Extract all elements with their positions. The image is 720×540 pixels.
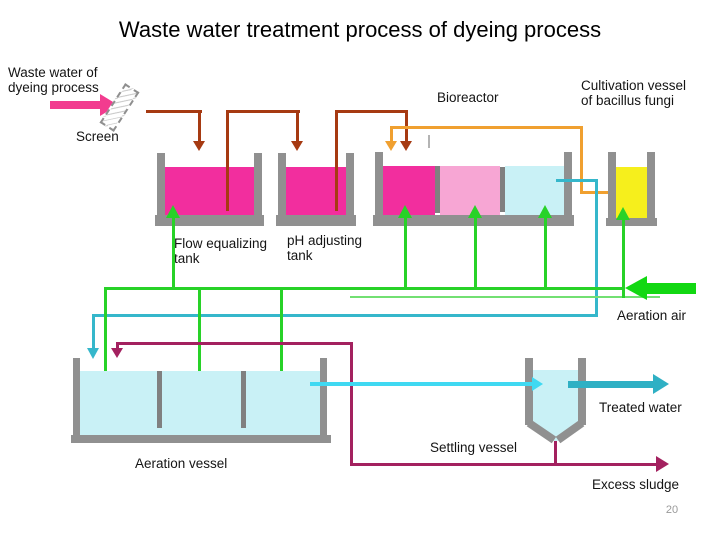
pipe-in-tank1 — [226, 153, 229, 211]
pipe-fungi — [390, 126, 583, 129]
air-arrow-cultivation — [616, 207, 630, 220]
flow-equalizing-tank-wall-right — [254, 153, 262, 219]
transfer-arrow — [87, 348, 99, 359]
aeration-vessel-liquid — [80, 371, 320, 435]
pipe-in-tank2 — [335, 153, 338, 211]
pipe-transfer-drop — [595, 182, 598, 316]
settling-vessel-wall-left — [525, 358, 533, 425]
sludge-return-arrow — [111, 348, 123, 358]
air-drop-1 — [104, 290, 107, 409]
pipe-fungi-riser — [580, 129, 583, 194]
pipe-transfer-out — [556, 179, 598, 182]
ph-tank-bottom — [276, 215, 356, 226]
air-drop-2 — [198, 290, 201, 409]
treated-water-arrow-head — [653, 374, 669, 394]
aeration-vessel-baffle-1 — [157, 371, 162, 428]
pipe-transfer-inlet — [92, 317, 95, 348]
label-aeration-vessel: Aeration vessel — [135, 456, 228, 471]
label-flow-equalizing-tank: Flow equalizing tank — [174, 236, 268, 266]
label-bioreactor: Bioreactor — [437, 90, 499, 105]
label-treated-water: Treated water — [599, 400, 682, 415]
cultivation-vessel-wall-right — [647, 152, 655, 220]
air-arrow-bio2 — [468, 205, 482, 218]
label-screen: Screen — [76, 129, 119, 144]
aeration-vessel-bottom — [71, 435, 331, 443]
cultivation-vessel-wall-left — [608, 152, 616, 220]
page-title: Waste water treatment process of dyeing … — [118, 17, 602, 42]
sludge-bottom-run — [350, 463, 656, 466]
pipe-wastewater-1-drop — [198, 112, 201, 142]
clarifier-feed-arrow — [532, 377, 543, 391]
aeration-secondary-line — [350, 296, 660, 298]
aeration-air-arrow-head — [625, 276, 647, 300]
sludge-riser — [350, 345, 353, 465]
wastewater-arrow-3 — [400, 141, 412, 151]
aeration-vessel-baffle-2 — [241, 371, 246, 428]
flow-equalizing-tank-bottom — [155, 215, 264, 226]
wastewater-arrow-1 — [193, 141, 205, 151]
sludge-vessel-drop — [554, 440, 557, 465]
air-riser-bio2 — [474, 218, 477, 288]
settling-vessel-slant-left — [526, 419, 557, 444]
aeration-main-line — [104, 287, 625, 290]
pipe-wastewater-2 — [226, 110, 300, 113]
label-excess-sludge: Excess sludge — [592, 477, 680, 492]
pipe-fungi-inlet — [583, 191, 624, 194]
label-settling-vessel: Settling vessel — [430, 440, 518, 455]
pipe-fungi-drop — [390, 129, 393, 141]
air-drop-3 — [280, 290, 283, 409]
ph-tank-wall-left — [278, 153, 286, 219]
settling-vessel-wall-right — [578, 358, 586, 425]
stray-mark — [428, 135, 430, 148]
sludge-return-drop — [116, 345, 119, 349]
bioreactor-wall-right — [564, 152, 572, 219]
wastewater-arrow-2 — [291, 141, 303, 151]
air-riser-bio1 — [404, 218, 407, 288]
bioreactor-wall-left — [375, 152, 383, 219]
bioreactor-divider-2 — [500, 167, 505, 212]
bioreactor-section3-liquid — [505, 166, 564, 215]
pipe-wastewater-1 — [146, 110, 202, 113]
bioreactor-bottom — [373, 215, 574, 226]
sludge-return-run — [116, 342, 353, 345]
cultivation-vessel-bottom — [606, 218, 657, 226]
aeration-vessel-wall-left — [73, 358, 80, 436]
settling-vessel — [525, 358, 586, 444]
air-riser-tank1 — [172, 218, 175, 287]
label-cultivation-vessel: Cultivation vessel of bacillus fungi — [581, 78, 687, 108]
clarifier-feed-line — [310, 382, 532, 386]
air-arrow-bio3 — [538, 205, 552, 218]
aeration-air-arrow-body — [647, 283, 696, 294]
flow-equalizing-tank-wall-left — [157, 153, 165, 219]
page-number: 20 — [665, 504, 679, 516]
aeration-vessel-wall-right — [320, 358, 327, 436]
bioreactor-divider-1 — [435, 166, 440, 213]
air-arrow-tank1 — [166, 205, 180, 218]
excess-sludge-arrow — [656, 456, 669, 472]
label-waste-water: Waste water of dyeing process — [8, 65, 99, 95]
ph-tank-wall-right — [346, 153, 354, 219]
pipe-transfer-run — [92, 314, 598, 317]
air-riser-cultivation — [622, 220, 625, 298]
pipe-wastewater-2-drop — [296, 112, 299, 141]
settling-vessel-liquid — [533, 370, 578, 441]
treated-water-arrow-body — [568, 381, 653, 388]
settling-vessel-slant-right — [555, 419, 585, 444]
fungi-arrow — [385, 141, 397, 151]
label-aeration-air: Aeration air — [617, 308, 687, 323]
inflow-arrow-body — [50, 101, 101, 109]
pipe-wastewater-3 — [335, 110, 408, 113]
air-arrow-bio1 — [398, 205, 412, 218]
label-ph-adjusting-tank: pH adjusting tank — [287, 233, 363, 263]
air-riser-bio3 — [544, 218, 547, 288]
